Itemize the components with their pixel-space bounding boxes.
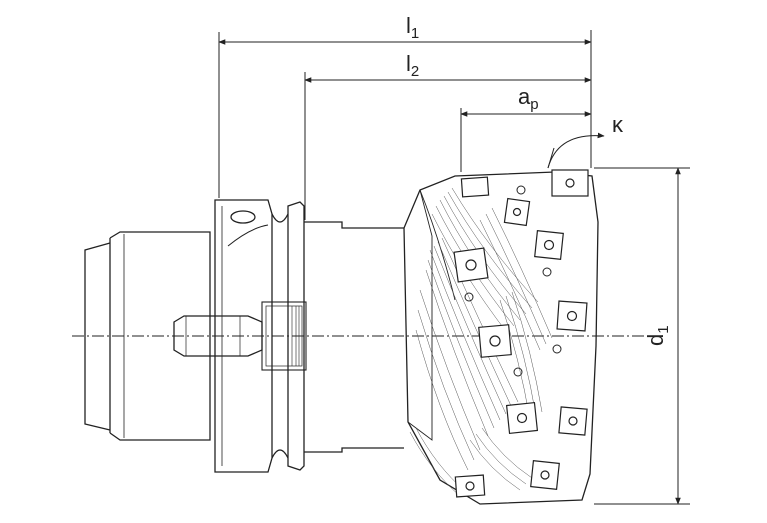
insert [460,176,490,198]
ap-label: ap [518,84,539,113]
d1-label: d1 [643,325,672,346]
kappa-arc [547,132,605,169]
l1-label: l1 [406,13,419,42]
insert [551,169,589,197]
screw-holes [464,185,562,377]
tool-holder [84,199,404,473]
kappa-label: κ [612,112,624,137]
l2-label: l2 [406,51,419,80]
cutting-inserts [453,169,589,498]
cutter-body [403,171,599,505]
dimension-lines [218,30,690,505]
